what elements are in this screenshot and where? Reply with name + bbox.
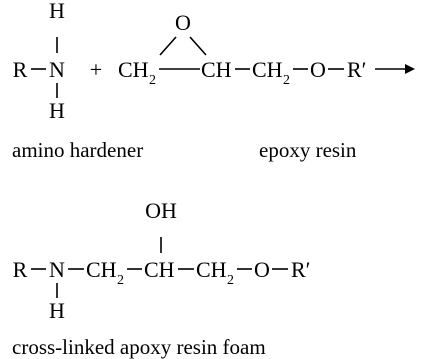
label-product: cross-linked apoxy resin foam [12,335,266,359]
epoxide-r-prime: R′ [347,57,367,82]
amino-hardener-structure: H R N H [13,0,65,123]
product-h: H [49,298,65,323]
product-ch: CH [144,257,175,282]
hardener-r: R [13,57,28,82]
product-ether-oxygen: O [254,257,270,282]
hardener-n: N [49,57,65,82]
product-ch2-b-subscript: 2 [227,273,234,288]
product-n: N [49,257,65,282]
epoxide-ch-a: CH [201,57,232,82]
hardener-h-top: H [49,0,65,23]
product-hydroxyl: OH [145,198,177,223]
epoxide-ring-oxygen: O [175,10,191,35]
epoxide-bond-o-ch [189,36,207,56]
hardener-h-bottom: H [49,98,65,123]
plus-sign: + [90,57,102,82]
epoxide-ether-oxygen: O [310,57,326,82]
epoxide-ch2-b: CH [252,57,283,82]
product-r: R [13,257,28,282]
product-ch2-a-subscript: 2 [117,273,124,288]
epoxide-ch2-b-subscript: 2 [283,73,290,88]
reaction-arrow [375,64,415,74]
epoxide-ch2-a-subscript: 2 [149,73,156,88]
epoxide-ch2-a: CH [118,57,149,82]
reaction-arrow-head [405,64,415,74]
epoxide-bond-o-ch2 [159,36,177,56]
product-ch2-b: CH [196,257,227,282]
product-r-prime: R′ [291,257,311,282]
product-ch2-a: CH [86,257,117,282]
epoxy-resin-structure: O CH 2 CH CH 2 O R′ [118,10,367,88]
product-structure: R N H CH 2 OH CH CH 2 O R′ [13,198,311,323]
label-amino-hardener: amino hardener [12,138,143,162]
label-epoxy-resin: epoxy resin [259,138,357,162]
